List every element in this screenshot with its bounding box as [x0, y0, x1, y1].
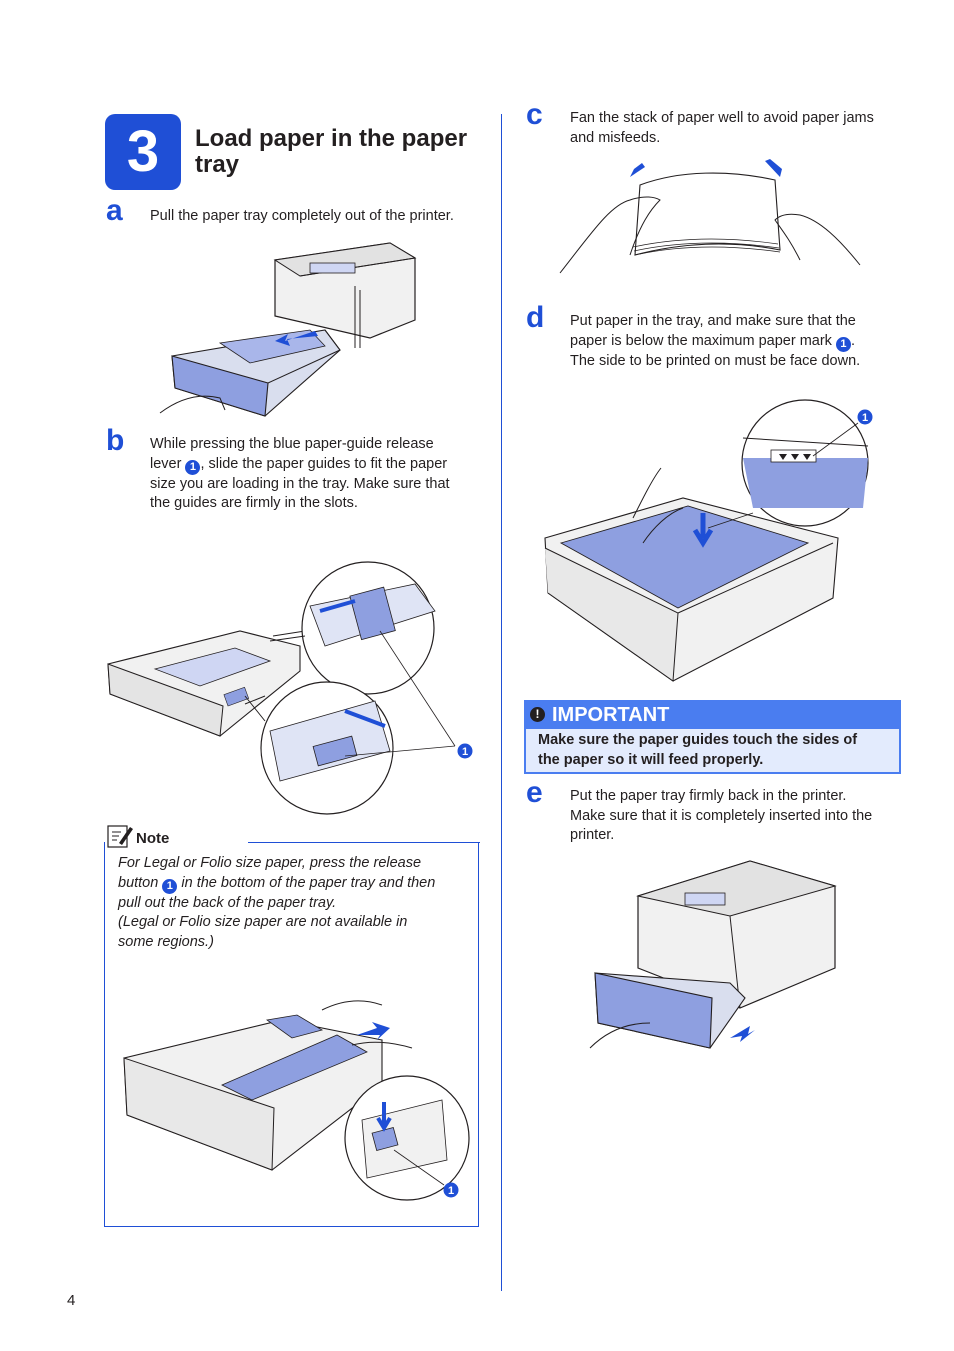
- callout-1-icon: 1: [162, 878, 178, 894]
- illustration-paper-in-tray: 1: [544, 399, 873, 682]
- step-a-text: Pull the paper tray completely out of th…: [150, 208, 454, 224]
- important-line2: the paper so it will feed properly.: [538, 751, 764, 768]
- callout-1-icon: 1: [185, 459, 201, 475]
- note-line3: pull out the back of the paper tray.: [118, 894, 337, 911]
- section-title-line1: Load paper in the paper: [195, 125, 468, 152]
- callout-1-label: 1: [462, 746, 468, 758]
- note-text: For Legal or Folio size paper, press the…: [118, 854, 473, 952]
- step-c-line1: Fan the stack of paper well to avoid pap…: [570, 110, 874, 126]
- important-title: IMPORTANT: [552, 704, 670, 726]
- important-body: Make sure the paper guides touch the sid…: [524, 729, 901, 774]
- step-b-line2: lever 1, slide the paper guides to fit t…: [150, 455, 448, 475]
- illustration-paper-guides: 1: [107, 561, 473, 815]
- step-e-text: Put the paper tray firmly back in the pr…: [570, 787, 910, 846]
- section-title: Load paper in the paper tray: [195, 126, 485, 178]
- step-b-line3: size you are loading in the tray. Make s…: [150, 475, 450, 492]
- step-a-letter: a: [106, 194, 123, 227]
- illustration-insert-tray: [589, 860, 837, 1049]
- step-b-line4: the guides are firmly in the slots.: [150, 495, 358, 511]
- callout-1-label: 1: [862, 412, 868, 424]
- note-line5: some regions.): [118, 933, 214, 950]
- callout-1-icon: 1: [835, 336, 851, 352]
- important-text: Make sure the paper guides touch the sid…: [538, 731, 857, 770]
- page-number: 4: [67, 1292, 76, 1309]
- illustration-pull-tray: [159, 242, 417, 417]
- note-line1: For Legal or Folio size paper, press the…: [118, 855, 422, 871]
- illustration-fan-paper: [559, 159, 861, 274]
- step-e-line2: Make sure that it is completely inserted…: [570, 807, 873, 824]
- important-header: ! IMPORTANT: [524, 700, 901, 729]
- step-d-line3: The side to be printed on must be face d…: [570, 352, 861, 369]
- step-e-line1: Put the paper tray firmly back in the pr…: [570, 788, 847, 804]
- step-d-line2: paper is below the maximum paper mark 1.: [570, 332, 855, 352]
- step-d-line1: Put paper in the tray, and make sure tha…: [570, 313, 856, 329]
- step-b-text: While pressing the blue paper-guide rele…: [150, 435, 490, 514]
- note-line4: (Legal or Folio size paper are not avail…: [118, 914, 408, 930]
- step-b-letter: b: [106, 424, 125, 457]
- step-b-line1: While pressing the blue paper-guide rele…: [150, 436, 434, 452]
- note-box: [104, 842, 479, 1227]
- callout-1-label: 1: [448, 1185, 454, 1197]
- step-c-text: Fan the stack of paper well to avoid pap…: [570, 109, 910, 148]
- warning-icon: !: [530, 707, 545, 722]
- step-number-badge: 3: [105, 114, 181, 190]
- note-top-border: [248, 842, 480, 843]
- note-line2: button 1 in the bottom of the paper tray…: [118, 874, 436, 894]
- step-e-line3: printer.: [570, 827, 615, 843]
- step-c-letter: c: [526, 98, 543, 131]
- step-c-line2: and misfeeds.: [570, 129, 661, 146]
- step-d-letter: d: [526, 301, 545, 334]
- step-e-letter: e: [526, 776, 543, 809]
- note-pencil-icon: [107, 825, 133, 848]
- important-line1: Make sure the paper guides touch the sid…: [538, 732, 858, 748]
- column-divider: [501, 114, 502, 1291]
- note-title: Note: [136, 830, 170, 847]
- illustration-legal-tray: 1: [123, 1000, 470, 1201]
- step-d-text: Put paper in the tray, and make sure tha…: [570, 312, 910, 371]
- section-title-line2: tray: [195, 151, 240, 178]
